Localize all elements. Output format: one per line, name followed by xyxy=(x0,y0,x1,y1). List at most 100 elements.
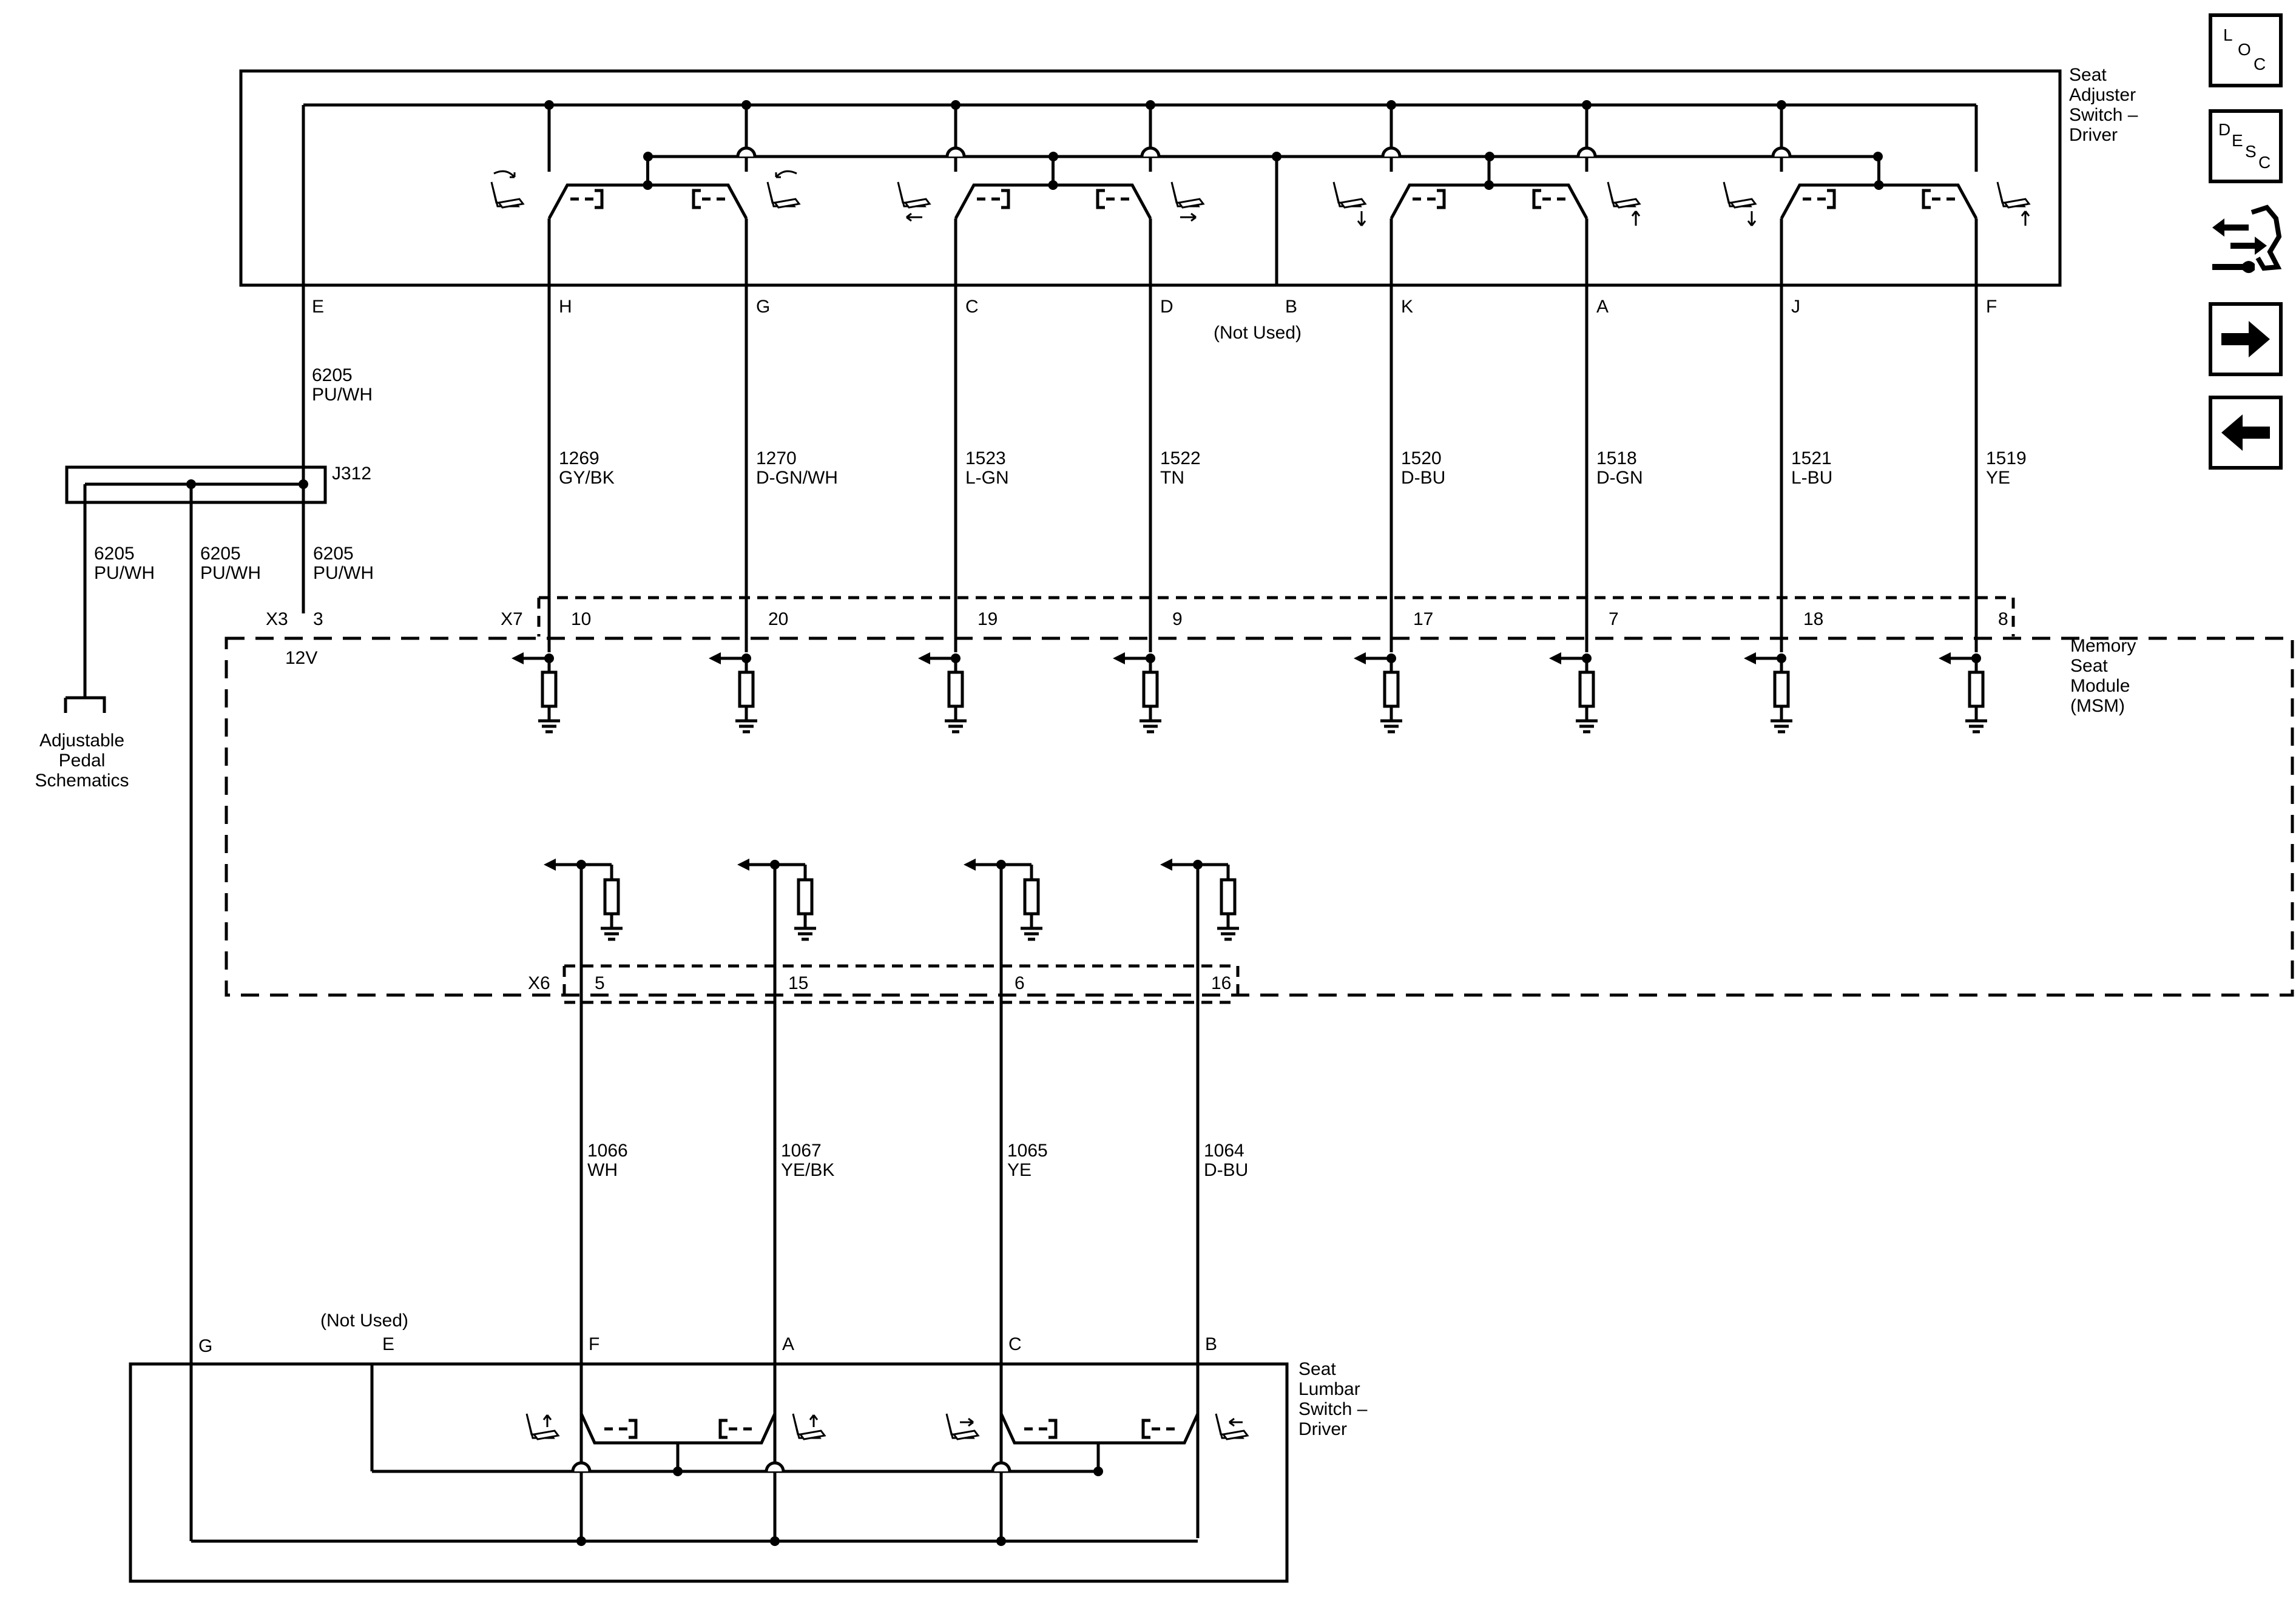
switch-contact-bracket xyxy=(1096,189,1105,209)
circuit-number: 1522 xyxy=(1160,448,1201,468)
seat-lumbar-title-line: Switch – xyxy=(1298,1399,1368,1419)
lumbar-pin-B: B xyxy=(1205,1334,1217,1354)
msm-pin-label: 16 xyxy=(1211,973,1231,993)
circuit-number: 1521 xyxy=(1791,448,1832,468)
resistor xyxy=(1142,670,1159,708)
circuit-number: 6205 xyxy=(94,544,135,564)
signal-arrow-head xyxy=(709,652,721,664)
loc-letter-l: L xyxy=(2223,25,2233,44)
signal-arrow-head xyxy=(1113,652,1125,664)
prev-button[interactable] xyxy=(2209,396,2283,470)
bus-splice-dot xyxy=(770,1536,780,1546)
wire-color: D-GN/WH xyxy=(756,468,838,488)
desc-letter-s: S xyxy=(2245,142,2257,161)
resistor xyxy=(1023,878,1040,916)
connector-tools-icon[interactable] xyxy=(2206,200,2285,279)
connector-tools-svg xyxy=(2212,204,2282,273)
not-used-note: (Not Used) xyxy=(320,1311,408,1331)
circuit-number: 1064 xyxy=(1204,1141,1244,1161)
arrow-tilt-icon xyxy=(775,170,797,178)
seat-cushion-icon xyxy=(1339,198,1367,209)
desc-letter-d: D xyxy=(2218,120,2231,139)
wire-color: YE/BK xyxy=(781,1160,834,1180)
seat-adjuster-title-line: Switch – xyxy=(2069,105,2138,125)
resistor xyxy=(947,670,964,708)
switch-contact-bracket xyxy=(1827,189,1836,209)
wire-color: GY/BK xyxy=(559,468,615,488)
wire-color: TN xyxy=(1160,468,1184,488)
wire-color: L-GN xyxy=(965,468,1009,488)
arrow-up-icon xyxy=(1631,211,1641,226)
connector-x3-label: X3 xyxy=(266,609,288,629)
switch-contact-bracket xyxy=(1001,189,1010,209)
arrow-tilt-icon xyxy=(493,170,516,178)
seat-icon xyxy=(792,1413,826,1440)
circuit-number: 1066 xyxy=(587,1141,628,1161)
wire-color: YE xyxy=(1007,1160,1032,1180)
wire-color: D-BU xyxy=(1401,468,1445,488)
wire-crossover xyxy=(945,146,966,157)
adjuster-pin-b: B xyxy=(1285,297,1297,317)
wire-crossover xyxy=(1140,146,1161,157)
bus-splice-dot xyxy=(576,1536,586,1546)
signal-arrow-head xyxy=(1354,652,1366,664)
msm-title-line: Memory xyxy=(2070,636,2136,656)
wire-color: D-GN xyxy=(1596,468,1643,488)
seat-icon xyxy=(1723,181,1757,226)
circuit-number: 1523 xyxy=(965,448,1006,468)
seat-cushion-icon xyxy=(1729,198,1757,209)
seat-icon xyxy=(490,170,525,209)
adjuster-pin-D: D xyxy=(1160,297,1173,317)
arrow-left-icon xyxy=(1229,1417,1243,1427)
arrow-right-icon xyxy=(1180,212,1197,222)
wire-color: PU/WH xyxy=(313,563,374,583)
arrow-up-icon xyxy=(542,1414,552,1427)
arrow-down-icon xyxy=(1747,211,1757,226)
resistor xyxy=(738,670,755,708)
wire-color: PU/WH xyxy=(312,385,373,405)
connector-x7 xyxy=(537,596,2015,636)
seat-icon xyxy=(1332,181,1367,226)
adjuster-pin-H: H xyxy=(559,297,572,317)
desc-button[interactable]: D E S C xyxy=(2209,109,2283,183)
wire-crossover xyxy=(1576,146,1597,157)
circuit-number: 1520 xyxy=(1401,448,1442,468)
switch-blade xyxy=(1780,183,1978,220)
pin-label: 3 xyxy=(313,609,323,629)
resistor xyxy=(1773,670,1790,708)
loc-button[interactable]: L O C xyxy=(2209,13,2283,87)
splice-name: J312 xyxy=(332,464,371,484)
connector-x6-label: X6 xyxy=(528,973,550,993)
seat-cushion-icon xyxy=(773,198,801,209)
pedal-schematics-text-line: Pedal xyxy=(59,751,106,771)
msm-pin-label: 9 xyxy=(1172,609,1183,629)
switch-contact-bracket xyxy=(629,1419,638,1439)
adjuster-pin-G: G xyxy=(756,297,770,317)
seat-cushion-icon xyxy=(952,1430,980,1440)
next-button[interactable] xyxy=(2209,302,2283,376)
adjuster-pin-F: F xyxy=(1986,297,1997,317)
arrow-right-icon xyxy=(2221,321,2270,357)
desc-letter-e: E xyxy=(2232,131,2243,150)
switch-contact-bracket xyxy=(1141,1419,1150,1439)
switch-contact-bracket xyxy=(692,189,701,209)
signal-arrow-head xyxy=(544,859,556,871)
loc-letter-o: O xyxy=(2238,40,2251,59)
switch-blade xyxy=(954,183,1152,220)
switch-blade xyxy=(579,1413,777,1445)
seat-cushion-icon xyxy=(903,198,931,209)
signal-arrow-head xyxy=(918,652,930,664)
splice-dot xyxy=(299,479,308,489)
resistor xyxy=(1220,878,1237,916)
msm-title-line: Module xyxy=(2070,676,2130,696)
lumbar-pin-F: F xyxy=(589,1334,599,1354)
switch-blade xyxy=(1389,183,1589,220)
msm-pin-label: 20 xyxy=(768,609,788,629)
switch-contact-bracket xyxy=(595,189,604,209)
msm-pin-label: 10 xyxy=(571,609,591,629)
resistor xyxy=(1968,670,1985,708)
seat-icon xyxy=(525,1413,560,1440)
seat-icon xyxy=(1996,181,2031,226)
msm-pin-label: 7 xyxy=(1609,609,1619,629)
seat-lumbar-switch-box xyxy=(129,1362,1289,1583)
